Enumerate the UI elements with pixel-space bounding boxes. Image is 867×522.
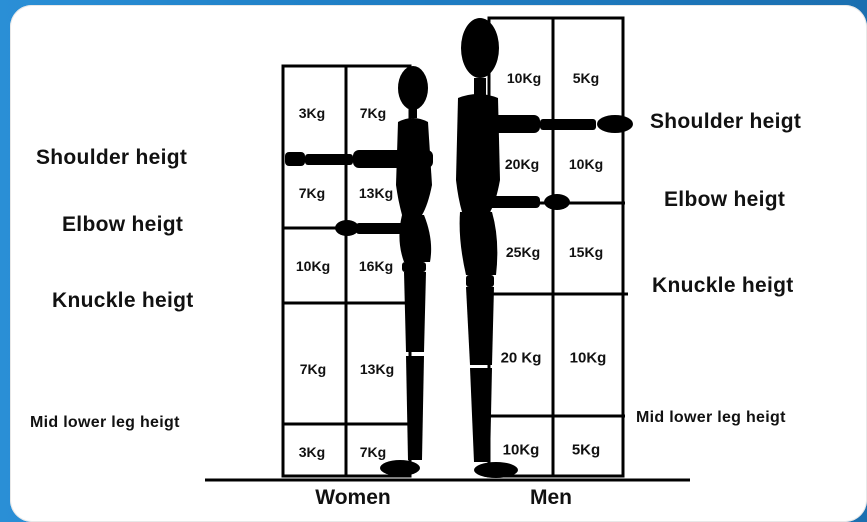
women-mid-lower-leg-label: Mid lower leg heigt (30, 414, 180, 432)
women-elbow-label: Elbow heigt (62, 213, 183, 237)
women-cell: 10Kg (296, 258, 330, 274)
men-cell: 15Kg (569, 244, 603, 260)
women-shoulder-label: Shoulder heigt (36, 146, 187, 170)
women-cell: 3Kg (299, 105, 325, 121)
women-cell: 7Kg (300, 361, 326, 377)
women-caption: Women (315, 486, 390, 510)
women-cell: 3Kg (299, 444, 325, 460)
men-elbow-label: Elbow heigt (664, 188, 785, 212)
men-mid-lower-leg-label: Mid lower leg heigt (636, 409, 786, 427)
man-figure (456, 18, 633, 478)
men-cell: 25Kg (506, 244, 540, 260)
men-cell: 10Kg (507, 70, 541, 86)
women-cell: 13Kg (359, 185, 393, 201)
women-knuckle-label: Knuckle heigt (52, 289, 194, 313)
men-cell: 10Kg (503, 442, 540, 459)
men-shoulder-label: Shoulder heigt (650, 110, 801, 134)
women-cell: 13Kg (360, 361, 394, 377)
men-knuckle-label: Knuckle heigt (652, 274, 794, 298)
men-cell: 10Kg (569, 156, 603, 172)
women-cell: 7Kg (299, 185, 325, 201)
men-cell: 20Kg (505, 156, 539, 172)
men-cell: 20 Kg (501, 350, 542, 367)
men-cell: 5Kg (572, 442, 600, 459)
women-cell: 7Kg (360, 444, 386, 460)
men-cell: 5Kg (573, 70, 599, 86)
women-cell: 7Kg (360, 105, 386, 121)
women-cell: 16Kg (359, 258, 393, 274)
men-cell: 10Kg (570, 350, 607, 367)
men-caption: Men (530, 486, 572, 510)
